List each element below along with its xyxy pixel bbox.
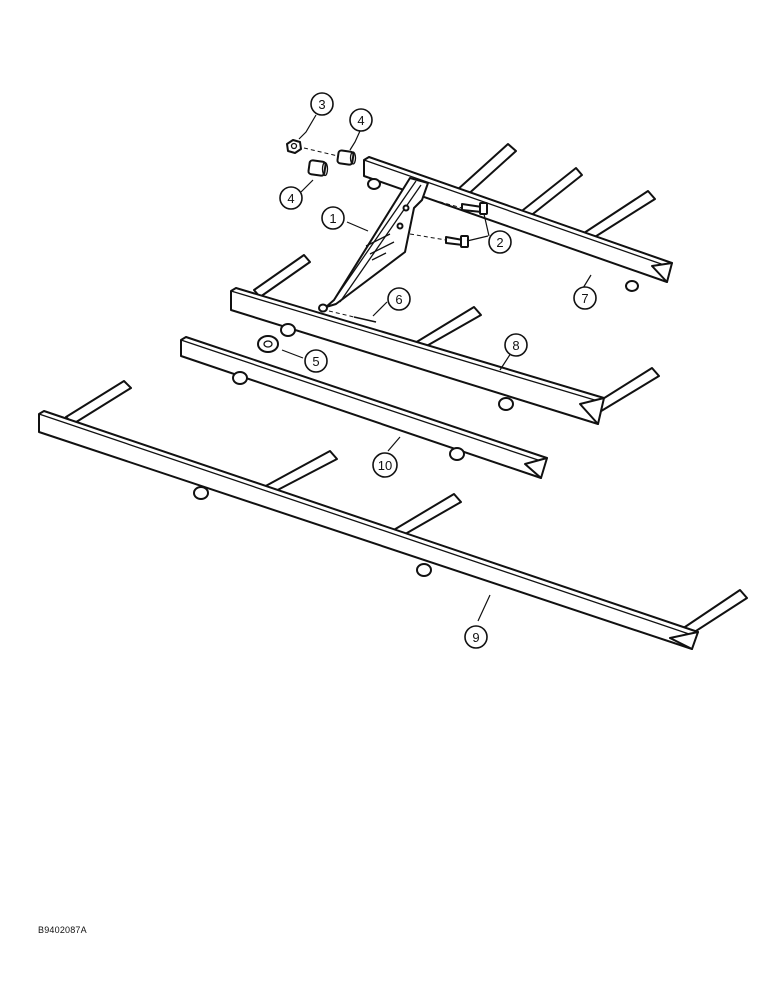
bushing-part-4a (303, 147, 357, 166)
washer-part-5 (257, 335, 279, 353)
slat-bar-7 (363, 143, 673, 292)
bolt-part-2 (409, 197, 488, 248)
leader-lines (281, 114, 592, 622)
callout-2: 2 (488, 230, 512, 254)
bracket-part-1 (318, 177, 429, 313)
slat-bar-9 (38, 380, 748, 650)
svg-text:9: 9 (472, 630, 479, 645)
callout-3: 3 (310, 92, 334, 116)
slat-bar-8 (230, 254, 660, 425)
figure-id-label: B9402087A (38, 925, 87, 935)
slat-bar-10 (180, 336, 548, 479)
svg-text:7: 7 (581, 291, 588, 306)
svg-text:6: 6 (395, 292, 402, 307)
pin-part-6 (328, 310, 377, 323)
svg-text:2: 2 (496, 235, 503, 250)
callout-10: 10 (372, 452, 398, 478)
svg-text:3: 3 (318, 97, 325, 112)
nut-part-3 (286, 139, 302, 154)
callout-6: 6 (387, 287, 411, 311)
svg-text:5: 5 (312, 354, 319, 369)
svg-text:10: 10 (378, 458, 392, 473)
callout-9: 9 (464, 625, 488, 649)
svg-text:4: 4 (287, 191, 294, 206)
callout-8: 8 (504, 333, 528, 357)
callout-5: 5 (304, 349, 328, 373)
callout-4-lower: 4 (279, 186, 303, 210)
svg-text:4: 4 (357, 113, 364, 128)
svg-text:8: 8 (512, 338, 519, 353)
bushing-part-4b (307, 159, 329, 177)
callout-4-upper: 4 (349, 108, 373, 132)
callout-1: 1 (321, 206, 345, 230)
svg-text:1: 1 (329, 211, 336, 226)
callout-7: 7 (573, 286, 597, 310)
